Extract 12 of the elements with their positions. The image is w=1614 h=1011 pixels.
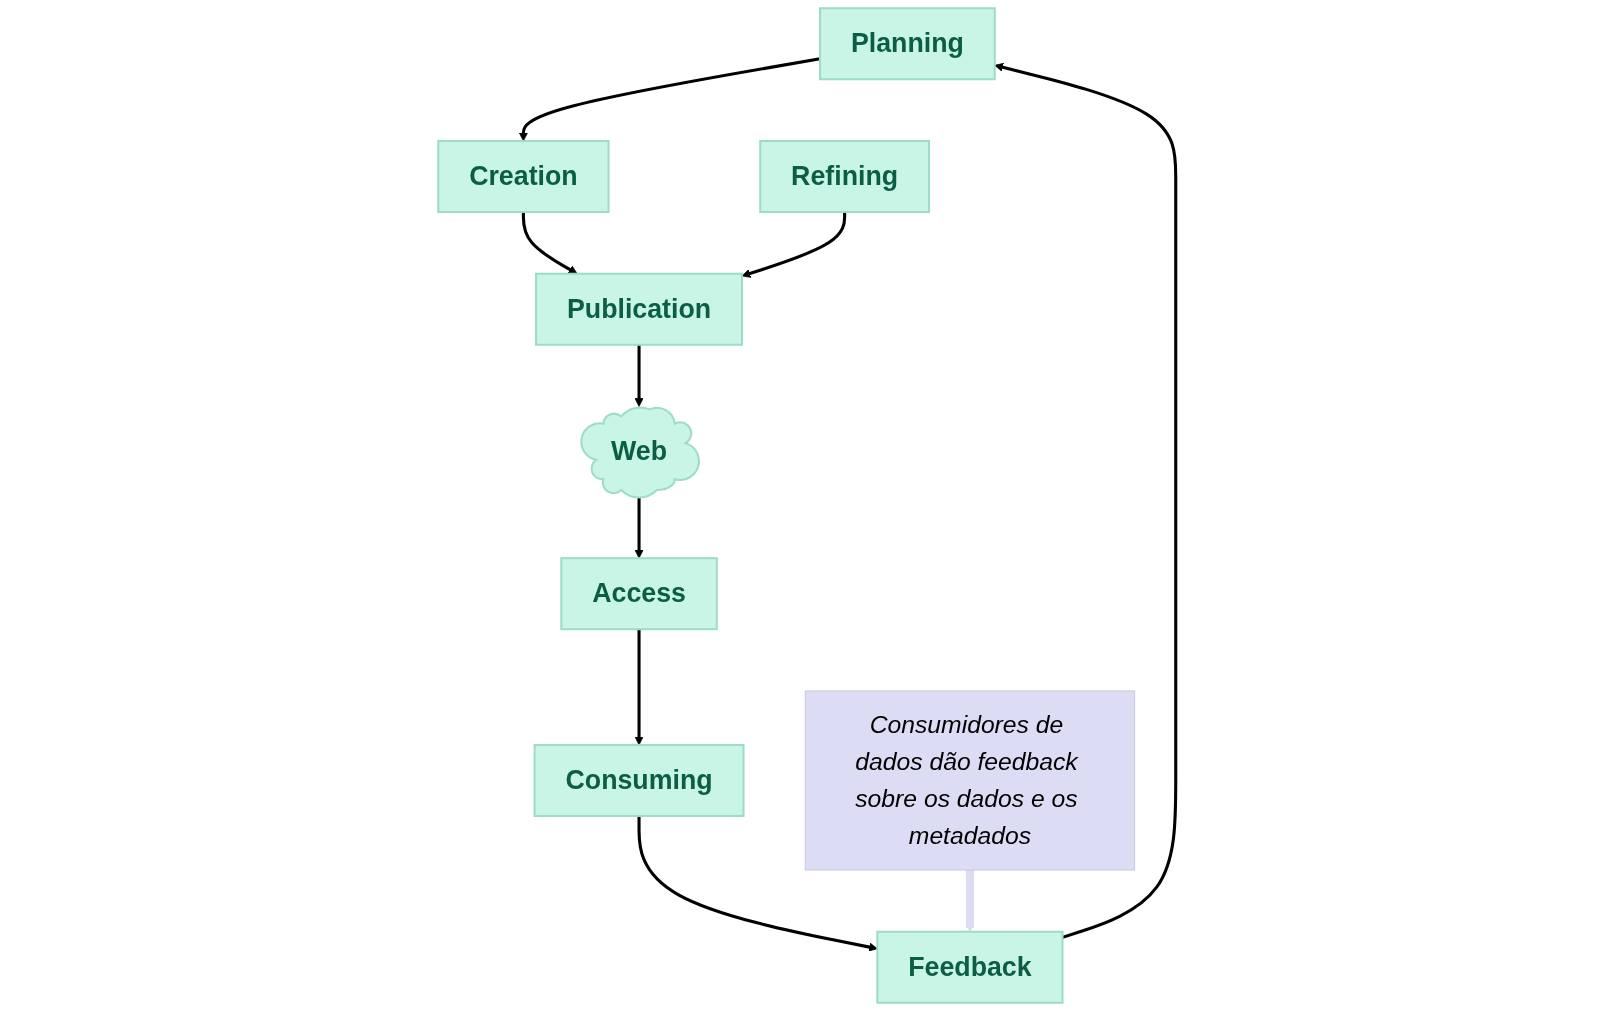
node-box: Access: [560, 557, 718, 631]
arrow: [634, 344, 644, 407]
arrow: [741, 212, 847, 278]
arrow: [994, 62, 1178, 939]
node-box: Refining: [759, 139, 931, 214]
arrow: [637, 816, 878, 952]
node-box: Consuming: [533, 743, 745, 817]
node-box: Feedback: [876, 930, 1064, 1004]
node-box: Consumidores de dados dão feedback sobre os dados e os metadados: [804, 690, 1136, 871]
node-box: Creation: [437, 139, 610, 214]
node-box: Planning: [819, 7, 996, 81]
node-box: Publication: [535, 272, 744, 346]
